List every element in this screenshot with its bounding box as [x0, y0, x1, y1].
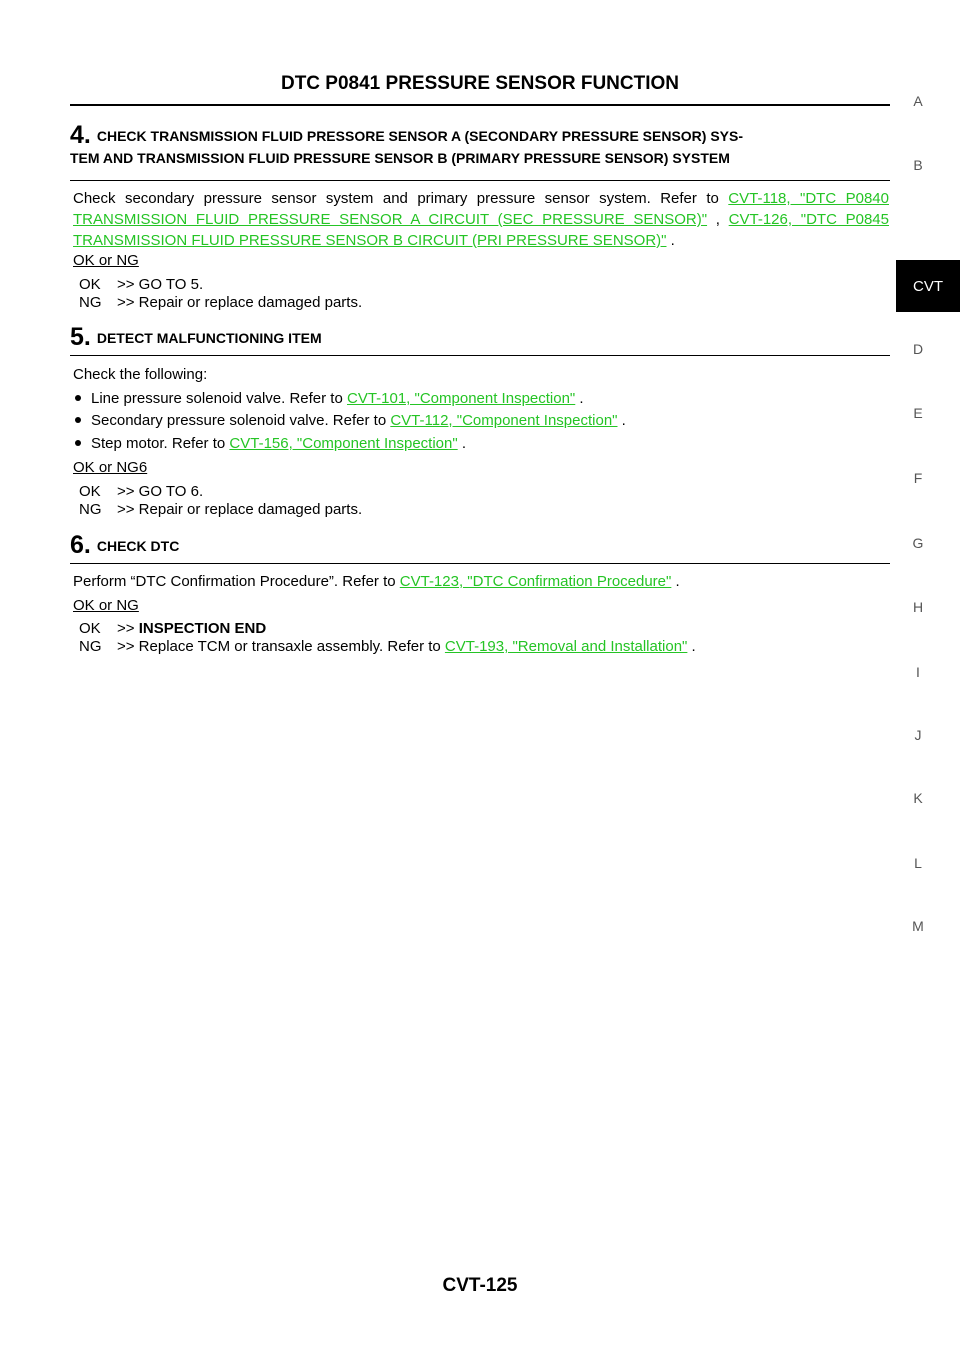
step-5-item-2-end: . [617, 412, 626, 429]
step-5-result-ng: NG >> Repair or replace damaged parts. [79, 500, 362, 520]
step-4-title-line1: CHECK TRANSMISSION FLUID PRESSORE SENSOR… [96, 128, 744, 144]
side-index-g[interactable]: G [912, 535, 924, 551]
step-5-title: DETECT MALFUNCTIONING ITEM [96, 330, 322, 346]
step-6-end: . [671, 573, 680, 590]
side-index-e[interactable]: E [913, 405, 923, 421]
step-6-result-ng: NG >> Replace TCM or transaxle assembly. … [79, 637, 696, 657]
step-5-item-1-end: . [575, 390, 584, 407]
side-index-l[interactable]: L [914, 855, 922, 871]
step-5-intro: Check the following: [73, 366, 208, 383]
side-index-d[interactable]: D [912, 341, 924, 357]
step-6-heading: 6. CHECK DTC [70, 531, 890, 559]
step-6-text: Perform “DTC Confirmation Procedure”. Re… [73, 571, 889, 592]
step-6-ok-text: INSPECTION END [138, 620, 267, 637]
step-4-ng-text: >> Repair or replace damaged parts. [117, 294, 363, 311]
step-4-ng-label: NG [79, 294, 102, 311]
step-6-result-ok: OK >> INSPECTION END [79, 619, 266, 639]
step-6-ng-label: NG [79, 638, 102, 655]
step-6-rule [70, 563, 890, 564]
step-6-number: 6. [70, 531, 91, 559]
step-6-ok-label: OK [79, 620, 101, 637]
step-4-link-cvt-118[interactable]: CVT-118, "DTC P0840 TRANSMISSION FLUID P… [73, 190, 889, 228]
step-6-ok-prefix: >> [117, 620, 139, 637]
step-5-item-1-text: Line pressure solenoid valve. Refer to [91, 390, 347, 407]
step-5-item-2: Secondary pressure solenoid valve. Refer… [73, 410, 626, 431]
step-4-text: Check secondary pressure sensor system a… [73, 188, 889, 251]
header-rule [70, 104, 890, 106]
step-4-ok-label: OK [79, 276, 101, 293]
step-4-title-line2: TEM AND TRANSMISSION FLUID PRESSURE SENS… [70, 150, 730, 166]
step-5-item-1: Line pressure solenoid valve. Refer to C… [73, 388, 584, 409]
side-index-a[interactable]: A [913, 93, 923, 109]
step-4-ok-text: >> GO TO 5. [117, 276, 204, 293]
side-index-k[interactable]: K [913, 790, 923, 806]
bullet-icon [75, 417, 81, 424]
side-index-j[interactable]: J [914, 727, 922, 743]
step-4-number: 4. [70, 121, 91, 149]
bullet-icon [75, 440, 81, 447]
step-5-link-cvt-156[interactable]: CVT-156, "Component Inspection" [229, 435, 458, 452]
step-5-item-3-end: . [457, 435, 467, 452]
step-4-result-ok: OK >> GO TO 5. [79, 275, 203, 295]
step-5-number: 5. [70, 323, 91, 351]
side-index-i[interactable]: I [916, 664, 920, 680]
step-6-ok-ng-label: OK or NG [73, 597, 139, 614]
step-4-result-ng: NG >> Repair or replace damaged parts. [79, 293, 362, 313]
step-5-ok-ng: OK or NG6 [73, 457, 889, 478]
side-index-f[interactable]: F [913, 470, 923, 486]
step-6-link-cvt-193[interactable]: CVT-193, "Removal and Installation" [444, 638, 688, 655]
step-5-rule [70, 355, 890, 356]
step-5-ok-label: OK [79, 483, 101, 500]
step-4-ok-ng: OK or NG [73, 250, 889, 271]
bullet-icon [75, 395, 81, 402]
side-index-h[interactable]: H [912, 599, 924, 615]
side-index-cvt-tab[interactable]: CVT [896, 260, 960, 312]
step-4-body: Check secondary pressure sensor system a… [73, 190, 729, 207]
step-4-link-cvt-126[interactable]: CVT-126, "DTC P0845 TRANSMISSION FLUID P… [73, 211, 889, 249]
step-6-ng-end: . [687, 638, 696, 655]
step-5-heading: 5. DETECT MALFUNCTIONING ITEM [70, 323, 890, 351]
step-4-end: . [666, 232, 675, 249]
step-5-ok-ng-label: OK or NG6 [73, 459, 148, 476]
step-5-link-cvt-112[interactable]: CVT-112, "Component Inspection" [390, 412, 618, 429]
step-5-ng-text: >> Repair or replace damaged parts. [117, 501, 363, 518]
step-6-ok-ng: OK or NG [73, 595, 889, 616]
step-4-sep: , [707, 211, 729, 228]
side-index-b[interactable]: B [913, 157, 923, 173]
step-4-ok-ng-label: OK or NG [73, 252, 139, 269]
step-6-body: Perform “DTC Confirmation Procedure”. Re… [73, 573, 400, 590]
step-6-title: CHECK DTC [96, 538, 180, 554]
step-5-ng-label: NG [79, 501, 102, 518]
side-index-m[interactable]: M [912, 918, 924, 934]
page-number: CVT-125 [442, 1275, 518, 1296]
step-6-ng-text: >> Replace TCM or transaxle assembly. Re… [117, 638, 445, 655]
step-5-item-2-text: Secondary pressure solenoid valve. Refer… [91, 412, 391, 429]
step-5-item-3: Step motor. Refer to CVT-156, "Component… [73, 433, 466, 454]
step-5-link-cvt-101[interactable]: CVT-101, "Component Inspection" [346, 390, 576, 407]
page-title: DTC P0841 PRESSURE SENSOR FUNCTION [280, 73, 680, 94]
step-5-item-3-text: Step motor. Refer to [91, 435, 230, 452]
step-5-ok-text: >> GO TO 6. [117, 483, 204, 500]
step-4-heading: 4. CHECK TRANSMISSION FLUID PRESSORE SENS… [70, 121, 890, 169]
step-6-link-cvt-123[interactable]: CVT-123, "DTC Confirmation Procedure" [399, 573, 672, 590]
step-5-result-ok: OK >> GO TO 6. [79, 482, 203, 502]
step-4-rule [70, 180, 890, 181]
